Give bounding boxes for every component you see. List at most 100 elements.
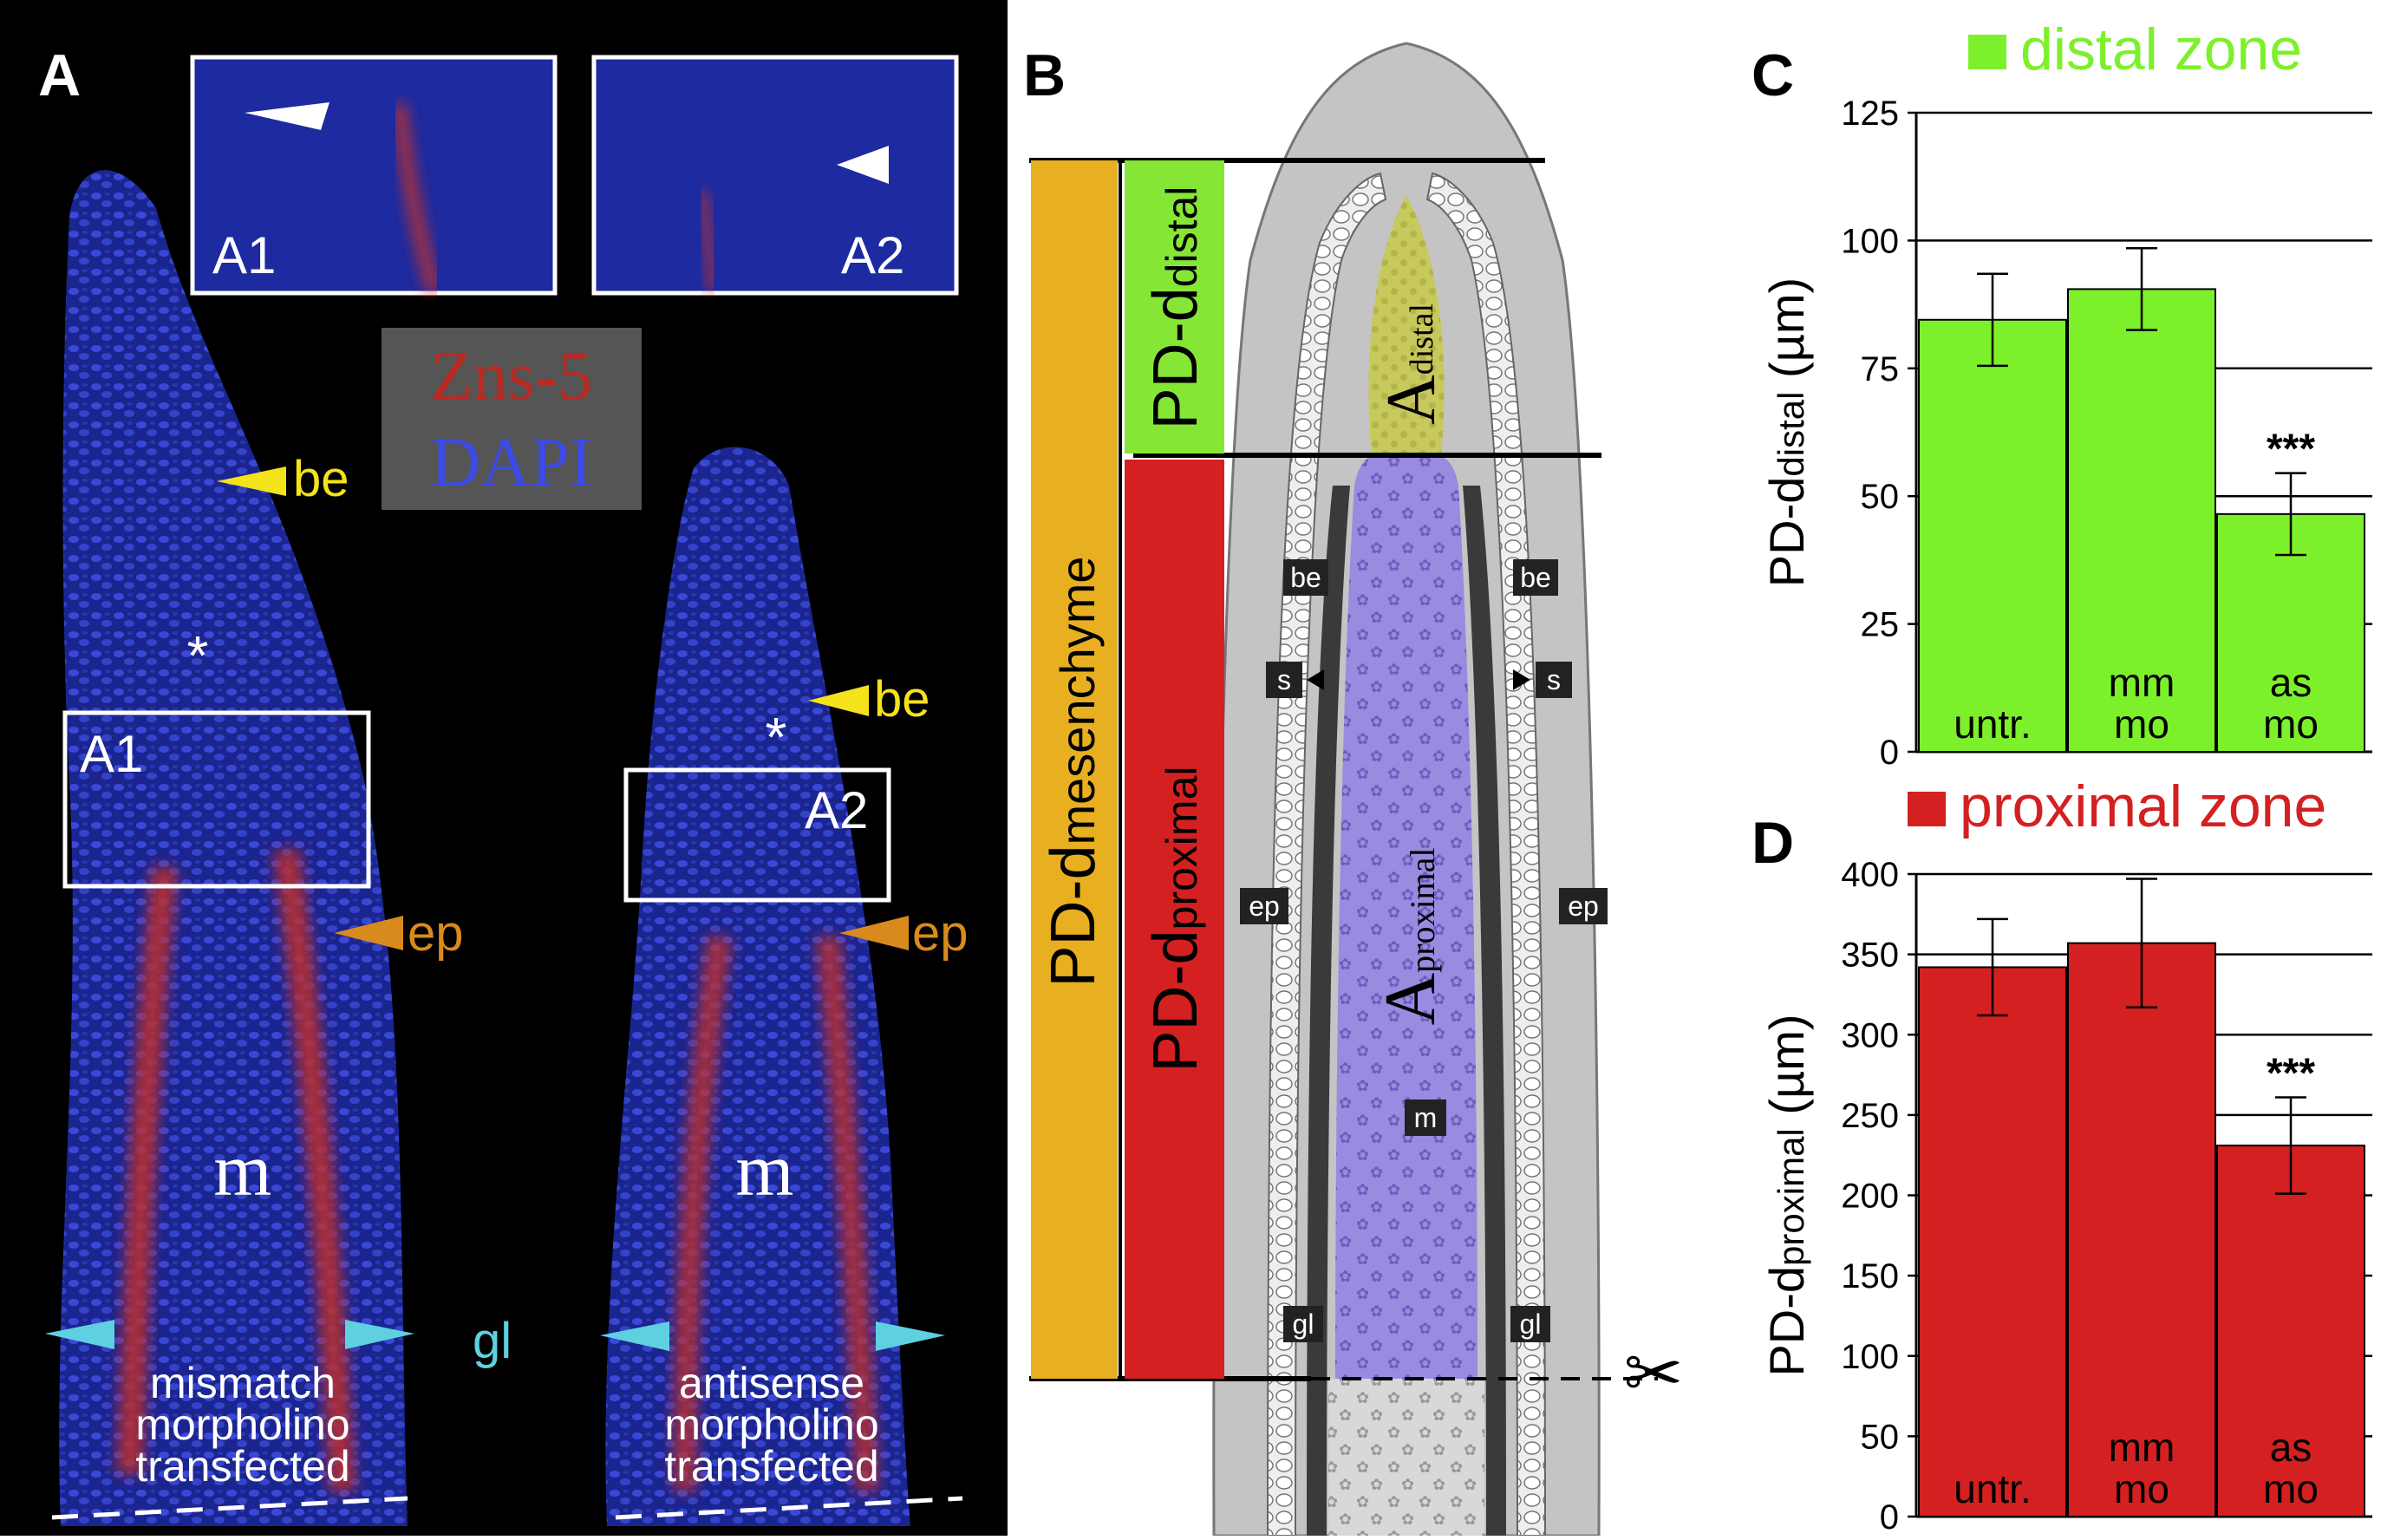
zns5-signal <box>117 847 879 1492</box>
y-tick-label: 250 <box>1841 1097 1899 1135</box>
category-label-2: as <box>2270 660 2312 705</box>
y-tick-label: 100 <box>1841 1338 1899 1376</box>
y-tick-label: 50 <box>1861 1418 1900 1456</box>
y-axis-label: PD-dproximal (µm) <box>1759 1014 1814 1376</box>
y-tick-label: 0 <box>1880 1498 1899 1536</box>
suture-arrow-left <box>1307 669 1324 690</box>
tag-ep-left: ep <box>1249 891 1280 922</box>
panel-b-schematic: ✿ ✿ ✿ ✿ <box>1008 0 1708 1537</box>
micrograph-svg: A1 A2 Zns-5 DAPI be be * * A1 A2 ep ep m… <box>38 42 969 1526</box>
proximal-zone-chart: D proximal zone050100150200250300350400u… <box>1751 773 2372 1537</box>
inset-a1 <box>190 55 558 296</box>
epidermis-right <box>1425 172 1547 1537</box>
tag-be-left: be <box>1290 562 1321 593</box>
suture-arrow-right <box>1513 669 1530 690</box>
distal-bar <box>1125 160 1224 454</box>
tag-be-right: be <box>1520 562 1551 593</box>
amputation-line-right <box>615 1496 963 1520</box>
tag-s-right: s <box>1547 664 1561 695</box>
a-distal-region <box>1368 195 1445 455</box>
category-label-1: mm <box>2109 660 2175 705</box>
stain-legend-box <box>382 328 642 510</box>
panel-a-letter: A <box>38 42 81 108</box>
category-label-1: mo <box>2114 701 2169 747</box>
panel-a-micrograph: A1 A2 Zns-5 DAPI be be * * A1 A2 ep ep m… <box>0 0 1008 1536</box>
panel-c-letter: C <box>1751 42 1794 108</box>
right-caption-line3: transfected <box>664 1442 878 1491</box>
y-axis-label: PD-ddistal (µm) <box>1759 277 1814 587</box>
significance-label-2: *** <box>2267 1050 2315 1096</box>
a-proximal-region <box>1335 455 1477 1379</box>
y-tick-label: 150 <box>1841 1257 1899 1295</box>
category-label-1: mo <box>2114 1466 2169 1511</box>
bar-2 <box>2216 1145 2365 1517</box>
legend-dapi: DAPI <box>431 425 593 501</box>
gl-arrowhead-2 <box>345 1320 414 1349</box>
right-caption-line2: morpholino <box>664 1400 878 1449</box>
right-caption-line1: antisense <box>679 1359 864 1407</box>
bar-0 <box>1918 966 2067 1517</box>
tag-gl-left: gl <box>1293 1308 1314 1340</box>
category-label-1: mm <box>2109 1425 2175 1470</box>
category-label-2: mo <box>2263 1466 2319 1511</box>
be-label-left: be <box>293 451 349 507</box>
ep-arrowhead-right <box>839 916 909 950</box>
ep-label-right: ep <box>912 905 969 962</box>
significance-label-2: *** <box>2267 427 2315 473</box>
amputation-line-left <box>51 1496 408 1520</box>
inset-a2-label: A2 <box>841 226 904 284</box>
legend-label: proximal zone <box>1960 773 2326 839</box>
be-arrowhead-left <box>217 467 286 496</box>
inset-a2 <box>591 55 959 296</box>
y-tick-label: 100 <box>1841 222 1899 260</box>
bar-1 <box>2067 288 2216 753</box>
box-a2 <box>623 767 891 903</box>
left-caption-line2: morpholino <box>135 1400 349 1449</box>
stump-mesenchyme <box>1328 1379 1484 1536</box>
legend-swatch <box>1968 35 2006 69</box>
schematic-svg: ✿ ✿ ✿ ✿ <box>1023 42 1683 1537</box>
a-proximal-label: Aproximal <box>1370 847 1451 1025</box>
y-tick-label: 0 <box>1880 734 1899 767</box>
gl-arrowhead-4 <box>876 1321 945 1351</box>
tag-ep-right: ep <box>1568 891 1599 922</box>
panel-b-letter: B <box>1023 42 1066 108</box>
tag-m: m <box>1414 1102 1438 1133</box>
y-tick-label: 300 <box>1841 1016 1899 1054</box>
tag-gl-right: gl <box>1520 1308 1542 1340</box>
distal-label: PD-ddistal <box>1141 186 1210 430</box>
gl-label: gl <box>473 1313 512 1369</box>
y-tick-label: 75 <box>1861 350 1900 388</box>
legend-label: distal zone <box>2020 16 2302 82</box>
asterisk-left: * <box>187 624 209 687</box>
left-caption-line3: transfected <box>135 1442 349 1491</box>
be-label-right: be <box>874 671 930 728</box>
left-caption-line1: mismatch <box>150 1359 336 1407</box>
legend-swatch <box>1908 792 1946 826</box>
tag-s-left: s <box>1277 664 1291 695</box>
y-tick-label: 25 <box>1861 606 1900 644</box>
gl-arrowhead-3 <box>600 1321 669 1351</box>
gl-arrowhead-1 <box>45 1320 114 1349</box>
mesenchyme-label: PD-dmesenchyme <box>1039 556 1108 987</box>
proximal-bar <box>1125 460 1224 1379</box>
inset-a2-arrowhead <box>837 146 889 184</box>
panel-d-letter: D <box>1751 810 1794 876</box>
ep-arrowhead-left <box>334 916 403 950</box>
y-tick-label: 50 <box>1861 478 1900 516</box>
bar-0 <box>1918 318 2067 753</box>
box-a1 <box>62 710 371 889</box>
asterisk-right: * <box>766 706 787 768</box>
legend-zns5: Zns-5 <box>431 338 593 414</box>
category-label-0: untr. <box>1954 1466 2032 1511</box>
box-a1-label: A1 <box>80 725 143 783</box>
bone-ray-left <box>1307 486 1350 1536</box>
bone-ray-right <box>1463 486 1506 1536</box>
inset-a1-arrowhead <box>245 102 329 130</box>
y-tick-label: 400 <box>1841 856 1899 894</box>
category-label-0: untr. <box>1954 701 2032 747</box>
y-tick-label: 125 <box>1841 95 1899 133</box>
category-label-2: mo <box>2263 701 2319 747</box>
